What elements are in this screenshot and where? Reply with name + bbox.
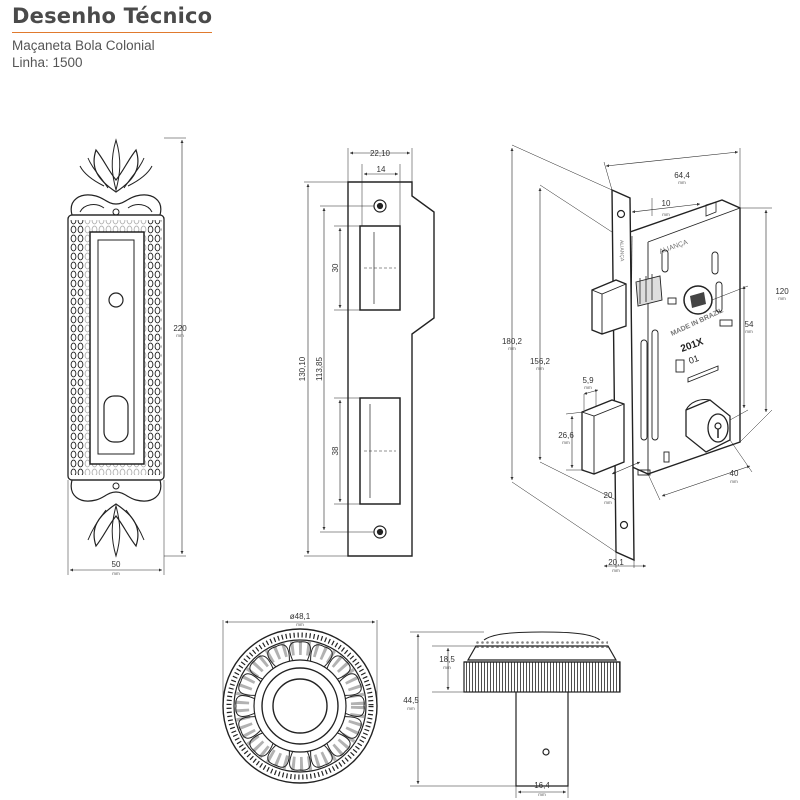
unit-label: mm <box>778 296 786 301</box>
dim-lock-backset: 64,4 <box>674 171 690 180</box>
dim-lock-faceplate-width: 20,1 <box>608 558 624 567</box>
title-underline <box>12 32 212 33</box>
dim-knob-height: 18,5 <box>439 655 455 664</box>
keyhole-slot <box>103 395 129 443</box>
dim-strike-lower-slot: 38 <box>331 446 340 455</box>
dim-stem-width: 16,4 <box>534 781 550 790</box>
unit-label: mm <box>508 346 516 351</box>
knob-stem <box>515 692 569 787</box>
latch-bolt <box>591 279 627 335</box>
escutcheon-top-ornament <box>70 138 162 216</box>
strike-plate-outline <box>347 181 435 557</box>
unit-label: mm <box>604 500 612 505</box>
dim-lock-cylinder-backset: 40 <box>730 469 739 478</box>
escutcheon-bottom-ornament <box>70 479 162 558</box>
dim-escutcheon-width: 50 <box>112 560 121 569</box>
unit-label: mm <box>745 329 753 334</box>
dim-lock-faceplate-height: 180,2 <box>502 337 523 346</box>
svg-text:ALIANÇA: ALIANÇA <box>618 240 625 262</box>
dim-total-height: 44,5 <box>403 696 419 705</box>
rosette-side-ridges <box>463 661 621 693</box>
rosette-side-view <box>410 631 621 798</box>
unit-label: mm <box>443 665 451 670</box>
unit-label: mm <box>538 792 546 797</box>
dim-escutcheon-height: 220 <box>173 324 187 333</box>
dim-lock-body-height: 156,2 <box>530 357 551 366</box>
strike-plate-view <box>304 148 435 557</box>
unit-label: mm <box>296 622 304 627</box>
unit-label: mm <box>730 479 738 484</box>
unit-label: mm <box>562 440 570 445</box>
rosette-front-view <box>222 620 378 784</box>
unit-label: mm <box>536 366 544 371</box>
unit-label: mm <box>612 568 620 573</box>
spindle-hole <box>108 292 124 308</box>
dim-strike-upper-slot: 30 <box>331 263 340 272</box>
unit-label: mm <box>584 385 592 390</box>
dim-strike-width: 22,10 <box>370 149 391 158</box>
dim-strike-hole-spacing: 113,85 <box>315 357 324 381</box>
dead-bolt <box>581 399 625 475</box>
dim-line-lock-top-offset <box>631 202 701 214</box>
escutcheon-beaded-border-right <box>148 220 162 475</box>
dim-rosette-diameter: ø48,1 <box>290 612 311 621</box>
dim-line-lock-bottom-offset <box>611 461 641 475</box>
unit-label: mm <box>112 571 120 576</box>
dim-lock-bolt-height: 26,6 <box>558 431 574 440</box>
header: Desenho Técnico Maçaneta Bola Colonial L… <box>12 4 222 70</box>
dim-strike-height: 130,10 <box>298 356 307 381</box>
dim-lock-bottom-offset: 20 <box>604 491 613 500</box>
unit-label: mm <box>662 212 670 217</box>
lock-body-view: ALIANÇA MADE IN BRAZIL 201X 01 <box>510 144 773 568</box>
product-line: Linha: 1500 <box>12 55 83 70</box>
product-name: Maçaneta Bola Colonial <box>12 38 155 53</box>
unit-label: mm <box>678 180 686 185</box>
unit-label: mm <box>176 333 184 338</box>
dim-lock-top-offset: 10 <box>662 199 671 208</box>
dim-lock-latch-width: 5,9 <box>582 376 594 385</box>
escutcheon-beaded-border-left <box>70 220 84 475</box>
escutcheon-plate-view <box>67 137 186 575</box>
dim-lock-right-height: 120 <box>775 287 789 296</box>
unit-label: mm <box>407 706 415 711</box>
dim-line-lock-cylinder-backset <box>661 465 751 497</box>
dim-line-lock-backset <box>605 150 739 168</box>
dim-strike-inner-width: 14 <box>377 165 386 174</box>
dim-line-lock-latch-width <box>583 389 599 395</box>
lock-cylinder <box>685 399 731 453</box>
page-title: Desenho Técnico <box>12 4 213 28</box>
dim-lock-spindle-to-cylinder: 54 <box>745 320 754 329</box>
stamp-code: 01 <box>687 353 700 366</box>
rosette-petal-ring <box>235 641 365 771</box>
